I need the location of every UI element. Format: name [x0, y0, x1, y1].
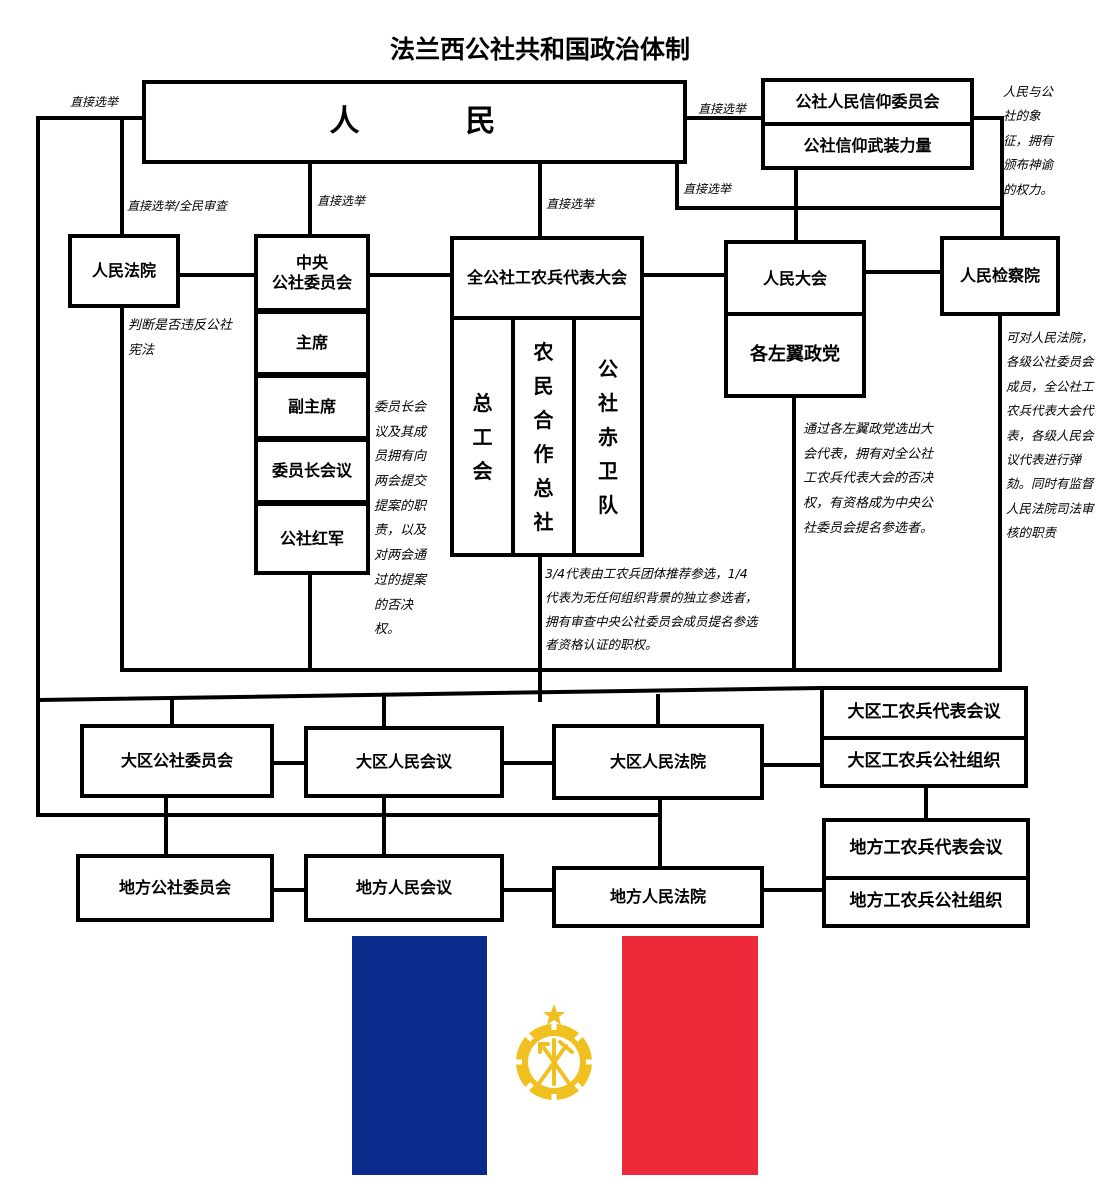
- people-assembly-box: 人民大会: [724, 240, 866, 318]
- people-court-box: 人民法院: [68, 234, 180, 308]
- local-committee-label: 地方公社委员会: [118, 878, 231, 897]
- vice-chairman-label: 副主席: [287, 397, 336, 416]
- red-guard-label: 公 社 赤 卫 队: [598, 356, 618, 517]
- chairman-label: 主席: [295, 333, 328, 352]
- peasant-coop-label: 农 民 合 作 总 社: [533, 339, 554, 534]
- congress-box: 全公社工农兵代表大会: [450, 236, 644, 320]
- local-wps-congress-label: 地方工农兵代表会议: [849, 838, 1003, 859]
- region-court-box: 大区人民法院: [552, 724, 764, 800]
- central-committee-label: 中央 公社委员会: [271, 253, 352, 292]
- council-note: 委员长会议及其成员拥有向两会提交提案的职责，以及对两会通过的提案的否决权。: [374, 400, 427, 638]
- region-wps-org-label: 大区工农兵公社组织: [847, 751, 1001, 772]
- union-label: 总 工 会: [472, 390, 493, 483]
- vice-chairman-box: 副主席: [254, 374, 370, 440]
- flag-red-band: [622, 936, 758, 1175]
- people-box: 人 民: [142, 80, 687, 164]
- symbol-note: 人民与公社的象征，拥有颁布神谕的权力。: [1003, 84, 1054, 197]
- assembly-note: 通过各左翼政党选出大会代表，拥有对全公社工农兵代表大会的否决权，有资格成为中央公…: [803, 422, 934, 536]
- region-council-box: 大区人民会议: [304, 726, 504, 798]
- edge-label-faith-down: 直接选举: [683, 182, 732, 196]
- red-army-label: 公社红军: [279, 528, 344, 548]
- faith-armed-label: 公社信仰武装力量: [803, 136, 932, 155]
- people-court-label: 人民法院: [91, 261, 156, 280]
- people-label: 人 民: [329, 104, 500, 140]
- region-council-label: 大区人民会议: [355, 752, 452, 771]
- emblem-icon: [514, 1004, 594, 1102]
- edge-label-faith: 直接选举: [698, 102, 747, 116]
- page-title: 法兰西公社共和国政治体制: [389, 35, 690, 64]
- region-wps-org-box: 大区工农兵公社组织: [820, 736, 1028, 788]
- region-committee-label: 大区公社委员会: [120, 751, 233, 770]
- faith-armed-box: 公社信仰武装力量: [761, 122, 974, 170]
- procuratorate-note: 可对人民法院，各级公社委员会成员，全公社工农兵代表大会代表，各级人民会议代表进行…: [1006, 330, 1094, 540]
- central-committee-box: 中央 公社委员会: [254, 234, 370, 312]
- edge-label-left-top: 直接选举: [70, 95, 119, 109]
- local-wps-org-label: 地方工农兵公社组织: [849, 891, 1003, 912]
- chairman-box: 主席: [254, 310, 370, 376]
- chairmen-council-box: 委员长会议: [254, 438, 370, 504]
- red-guard-box: 公 社 赤 卫 队: [572, 316, 644, 557]
- congress-note: 3/4代表由工农兵团体推荐参选，1/4代表为无任何组织背景的独立参选者，拥有审查…: [545, 566, 758, 653]
- edge-label-congress: 直接选举: [546, 197, 595, 211]
- court-note: 判断是否违反公社宪法: [128, 318, 233, 358]
- left-parties-label: 各左翼政党: [750, 343, 840, 365]
- local-committee-box: 地方公社委员会: [76, 854, 274, 922]
- peasant-coop-box: 农 民 合 作 总 社: [511, 316, 576, 557]
- union-box: 总 工 会: [450, 316, 515, 557]
- region-committee-box: 大区公社委员会: [80, 724, 274, 798]
- region-court-label: 大区人民法院: [609, 752, 706, 771]
- local-wps-congress-box: 地方工农兵代表会议: [822, 818, 1030, 880]
- local-wps-org-box: 地方工农兵公社组织: [822, 876, 1030, 928]
- local-council-label: 地方人民会议: [355, 878, 452, 897]
- left-parties-box: 各左翼政党: [724, 312, 866, 398]
- local-court-box: 地方人民法院: [552, 866, 764, 928]
- region-wps-congress-label: 大区工农兵代表会议: [847, 702, 1001, 723]
- flag-blue-band: [352, 936, 487, 1175]
- edge-label-court: 直接选举/全民审查: [127, 199, 228, 213]
- people-assembly-label: 人民大会: [762, 269, 827, 288]
- edge-label-central: 直接选举: [317, 194, 366, 208]
- region-wps-congress-box: 大区工农兵代表会议: [820, 686, 1028, 740]
- chairmen-council-label: 委员长会议: [271, 461, 352, 480]
- local-council-box: 地方人民会议: [304, 854, 504, 922]
- faith-committee-box: 公社人民信仰委员会: [761, 78, 974, 126]
- faith-committee-label: 公社人民信仰委员会: [795, 92, 940, 111]
- procuratorate-box: 人民检察院: [940, 236, 1060, 316]
- procuratorate-label: 人民检察院: [959, 266, 1040, 285]
- red-army-box: 公社红军: [254, 502, 370, 575]
- congress-label: 全公社工农兵代表大会: [466, 268, 627, 287]
- local-court-label: 地方人民法院: [609, 887, 706, 906]
